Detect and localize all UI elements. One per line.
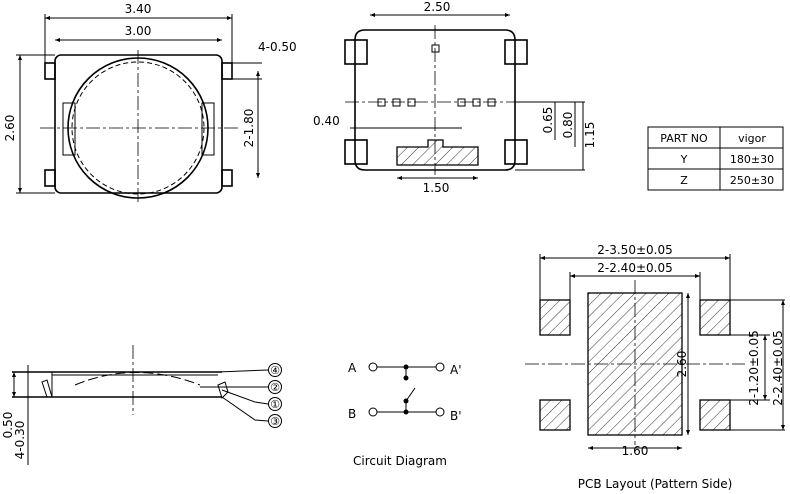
callout-label: ② [270, 381, 280, 394]
pad [504, 139, 528, 165]
dim-label: 2.50 [424, 0, 451, 14]
top-view: 3.40 3.00 2.60 4-0.50 2-1.80 [3, 2, 297, 205]
table-cell: 180±30 [730, 153, 774, 166]
dim-label: 4-0.30 [13, 421, 27, 460]
callout-4: ④ [268, 363, 282, 377]
pin-mark [431, 44, 440, 53]
terminal [221, 169, 233, 187]
terminal [44, 169, 56, 187]
table-cell: Z [680, 174, 688, 187]
front-view: 2.50 0.40 1.50 0.65 0.80 1.15 [313, 0, 597, 195]
pad [504, 39, 528, 65]
pad [344, 39, 368, 65]
pcb-caption: PCB Layout (Pattern Side) [578, 477, 733, 491]
dim-label: 1.15 [583, 122, 597, 149]
dim-label: 3.00 [125, 24, 152, 38]
pcb-layout: 2-3.50±0.05 2-2.40±0.05 2.60 1.60 2-1.20… [525, 243, 785, 491]
slot-right [201, 102, 215, 156]
table-header: vigor [738, 132, 766, 145]
pcb-pad [539, 299, 571, 336]
dim-label: 1.50 [423, 181, 450, 195]
dim-label: 0.40 [313, 114, 340, 128]
callout-3: ③ [268, 414, 282, 428]
terminal [221, 62, 233, 80]
table-border [647, 126, 784, 191]
callout-1: ① [268, 397, 282, 411]
pcb-pad [539, 399, 571, 431]
body-outline [354, 29, 516, 171]
spec-table: PART NO vigor Y 180±30 Z 250±30 [647, 126, 784, 191]
pad [344, 139, 368, 165]
table-cell: Y [680, 153, 688, 166]
dim-label: 2.60 [3, 115, 17, 142]
terminal-label: A' [450, 363, 462, 377]
circuit-caption: Circuit Diagram [353, 454, 447, 468]
terminal [41, 379, 53, 398]
contact-row [377, 98, 496, 107]
terminal-label: A [348, 361, 357, 375]
circuit-diagram: A A' B B' Circuit Diagram [348, 361, 462, 468]
dim-label: 2-3.50±0.05 [597, 243, 672, 257]
base-plate [396, 139, 479, 166]
dim-label: 0.65 [541, 107, 555, 134]
dome-profile [74, 372, 201, 386]
callout-label: ① [270, 398, 280, 411]
switch-body [54, 54, 223, 194]
callout-label: ④ [270, 364, 280, 377]
callout-label: ③ [270, 415, 280, 428]
dim-label: 4-0.50 [258, 40, 297, 54]
dim-label: 3.40 [125, 2, 152, 16]
dim-label: 0.50 [1, 412, 15, 439]
dim-label: 0.80 [561, 112, 575, 139]
dim-label: 2-1.80 [242, 109, 256, 148]
table-cell: 250±30 [730, 174, 774, 187]
switch-contact [405, 387, 416, 402]
dim-label: 1.60 [622, 444, 649, 458]
dim-label: 2-1.20±0.05 [747, 330, 761, 405]
dim-label: 2-2.40±0.05 [597, 261, 672, 275]
dim-label: 2-2.40±0.05 [771, 330, 785, 405]
pcb-pad [699, 399, 731, 431]
slot-left [62, 102, 76, 156]
dim-label: 2.60 [675, 351, 689, 378]
side-view: 0.50 4-0.30 ④ ② ① ③ [1, 345, 282, 465]
table-header: PART NO [660, 132, 708, 145]
callout-2: ② [268, 380, 282, 394]
terminal-label: B' [450, 409, 462, 423]
pcb-pad [699, 299, 731, 336]
terminal [44, 62, 56, 80]
terminal-label: B [348, 407, 356, 421]
